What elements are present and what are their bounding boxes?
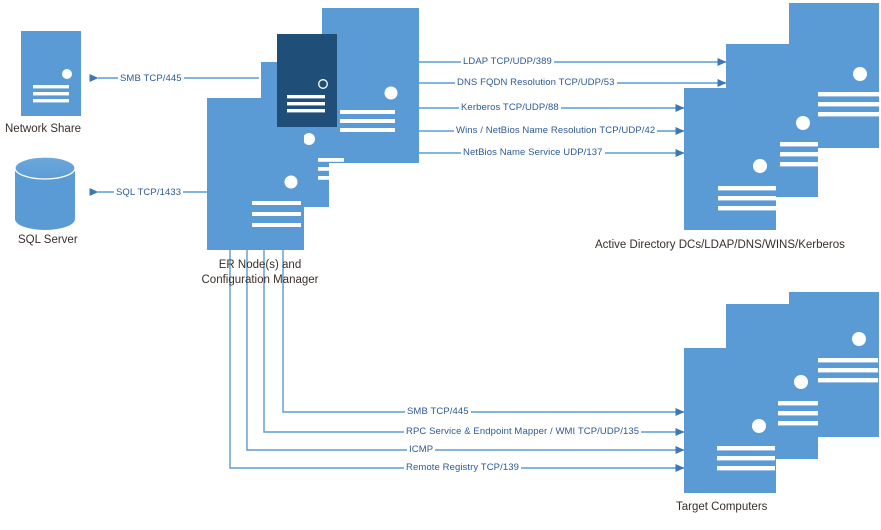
node-label-network-share: Network Share <box>5 123 82 135</box>
node-target-computers-stack[interactable] <box>684 292 879 493</box>
node-label-er-node: ER Node(s) and Configuration Manager <box>185 258 335 288</box>
edge-label-smb-target: SMB TCP/445 <box>405 406 471 417</box>
node-sql-server[interactable] <box>14 156 76 230</box>
edge-label-rpc-135: RPC Service & Endpoint Mapper / WMI TCP/… <box>404 426 642 437</box>
node-network-share[interactable] <box>21 31 81 116</box>
edge-label-ldap-389: LDAP TCP/UDP/389 <box>461 56 554 67</box>
edge-label-kerberos-88: Kerberos TCP/UDP/88 <box>459 102 561 113</box>
edge-label-icmp: ICMP <box>407 444 436 455</box>
node-label-sql-server: SQL Server <box>18 234 78 246</box>
node-label-er-node-line2: Configuration Manager <box>201 274 319 286</box>
connector-icmp <box>246 250 685 454</box>
edge-label-wins-42: Wins / NetBios Name Resolution TCP/UDP/4… <box>454 125 658 136</box>
connector-remote-registry-139 <box>229 250 685 472</box>
node-active-directory-stack[interactable] <box>684 3 879 230</box>
edge-label-dns-53: DNS FQDN Resolution TCP/UDP/53 <box>455 77 617 88</box>
node-label-target-computers: Target Computers <box>676 501 768 513</box>
connector-smb-target <box>282 250 685 416</box>
edge-label-remote-registry-139: Remote Registry TCP/139 <box>404 462 522 473</box>
node-label-er-node-line1: ER Node(s) and <box>218 259 302 271</box>
node-er-node-stack[interactable] <box>207 8 419 250</box>
edge-label-sql-1433: SQL TCP/1433 <box>114 187 184 198</box>
edge-label-netbios-137: NetBios Name Service UDP/137 <box>461 147 605 158</box>
edge-label-smb-share: SMB TCP/445 <box>118 73 184 84</box>
node-label-active-directory: Active Directory DCs/LDAP/DNS/WINS/Kerbe… <box>595 239 845 251</box>
